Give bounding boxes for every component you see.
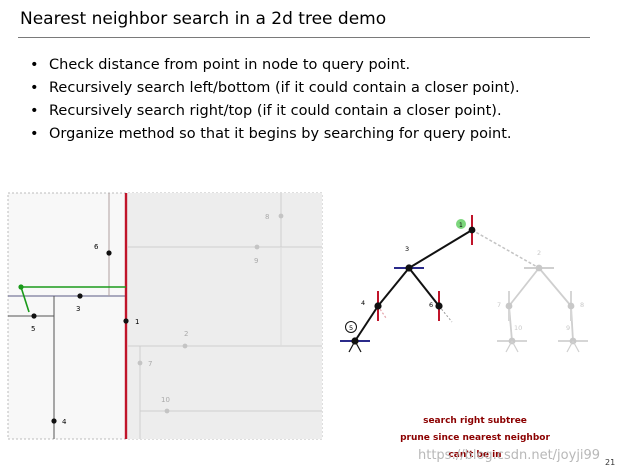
point-1 xyxy=(123,318,129,324)
tree-edge-3-6 xyxy=(408,267,440,307)
tree-edge-6-null xyxy=(438,305,453,323)
bullet-item: Organize method so that it begins by sea… xyxy=(30,125,520,143)
tree-node-7 xyxy=(505,302,513,310)
tree-leaf-10b xyxy=(511,340,519,353)
slide-title: Nearest neighbor search in a 2d tree dem… xyxy=(20,9,387,29)
plane-points: 1 2 3 4 5 6 7 8 9 10 xyxy=(31,213,284,426)
page-number: 21 xyxy=(605,458,616,467)
tree-edge-4-5 xyxy=(354,305,379,342)
tree-edge-1-2 xyxy=(471,229,540,269)
annotation-line-3: can't be in xyxy=(448,450,502,460)
point-label-5: 5 xyxy=(31,325,35,333)
point-label-2: 2 xyxy=(184,330,188,338)
tree-node-label-1: 1 xyxy=(459,222,463,229)
point-label-1: 1 xyxy=(135,318,139,326)
tree-node-label-2: 2 xyxy=(537,249,541,257)
tree-leaf-9a xyxy=(566,340,574,353)
annotation-line-1: search right subtree xyxy=(423,416,527,426)
point-label-4: 4 xyxy=(62,418,67,426)
tree-leaf-9b xyxy=(572,340,580,353)
tree-edge-2-7 xyxy=(508,267,540,307)
bullet-item: Check distance from point in node to que… xyxy=(30,56,520,74)
point-5 xyxy=(31,313,37,319)
tree-node-2 xyxy=(535,264,543,272)
tree-node-label-8: 8 xyxy=(580,301,584,309)
plane-panel: 1 2 3 4 5 6 7 8 9 10 xyxy=(7,192,323,440)
point-label-8: 8 xyxy=(265,213,269,221)
bullet-item: Recursively search left/bottom (if it co… xyxy=(30,79,520,97)
tree-node-6 xyxy=(435,302,443,310)
point-8 xyxy=(278,213,284,219)
point-label-3: 3 xyxy=(76,305,80,313)
point-6 xyxy=(106,250,112,256)
title-divider xyxy=(18,37,590,38)
right-subtree-region xyxy=(127,193,322,439)
tree-edge-1-3 xyxy=(408,229,473,269)
tree-node-4 xyxy=(374,302,382,310)
point-2 xyxy=(182,343,188,349)
tree-node-8 xyxy=(567,302,575,310)
point-label-6: 6 xyxy=(94,243,99,251)
tree-node-5-marker xyxy=(345,321,357,333)
point-label-7: 7 xyxy=(148,360,152,368)
point-9 xyxy=(254,244,260,250)
tree-node-label-10: 10 xyxy=(514,324,522,332)
tree-node-label-6: 6 xyxy=(429,301,433,309)
tree-node-3 xyxy=(405,264,413,272)
point-7 xyxy=(137,360,143,366)
tree-edge-4-null xyxy=(377,305,387,319)
point-4 xyxy=(51,418,57,424)
tree-node-1-highlight xyxy=(456,219,466,229)
tree-edge-2-8 xyxy=(538,267,572,307)
tree-leaf-5b xyxy=(354,340,362,353)
bullet-list: Check distance from point in node to que… xyxy=(30,56,520,148)
point-label-9: 9 xyxy=(254,257,258,265)
tree-edge-3-4 xyxy=(377,267,410,307)
tree-node-label-9: 9 xyxy=(566,324,570,332)
point-label-10: 10 xyxy=(161,396,170,404)
point-10 xyxy=(164,408,170,414)
nearest-link xyxy=(20,286,30,313)
tree-node-label-4: 4 xyxy=(361,299,365,307)
tree-node-1 xyxy=(468,226,476,234)
tree-panel: 1 3 4 6 5 2 7 8 xyxy=(340,215,588,353)
tree-leaf-10a xyxy=(505,340,513,353)
bullet-item: Recursively search right/top (if it coul… xyxy=(30,102,520,120)
query-point xyxy=(18,284,24,290)
tree-leaf-5a xyxy=(348,340,356,353)
tree-node-label-3: 3 xyxy=(405,245,409,253)
annotation-line-2: prune since nearest neighbor xyxy=(400,433,550,443)
tree-node-label-5: 5 xyxy=(349,324,353,332)
point-3 xyxy=(77,293,83,299)
watermark: https://blog.csdn.net/joyji99 xyxy=(418,448,601,463)
tree-node-label-7: 7 xyxy=(497,301,501,309)
